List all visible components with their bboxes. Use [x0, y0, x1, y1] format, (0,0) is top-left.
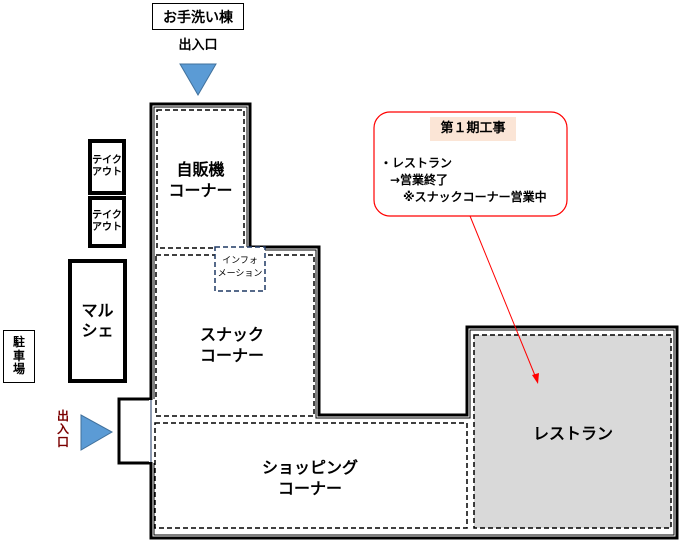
restroom-building-label: お手洗い棟: [152, 3, 244, 30]
building-inner-line: [153, 106, 675, 536]
callout-line-1: ・レストラン: [380, 156, 453, 170]
callout-title-bg: [430, 117, 516, 141]
entrance-left-arrow: [80, 414, 114, 451]
entrance-top-label: 出入口: [178, 38, 218, 53]
info-label: インフォ メーション: [217, 256, 263, 279]
vending-corner-area: [156, 109, 245, 249]
building-outline: [117, 102, 679, 540]
callout-line-2: →営業終了: [390, 173, 449, 187]
shopping-corner-label: ショッピング コーナー: [261, 458, 358, 498]
marche-stall: マル シェ: [68, 259, 127, 383]
takeout-stall-2: テイク アウト: [88, 196, 126, 248]
parking-label: 駐車場: [3, 330, 35, 383]
restaurant-area: [473, 334, 672, 529]
callout-line-3: ※スナックコーナー営業中: [403, 190, 547, 204]
entrance-left-label: 出入口: [56, 409, 69, 450]
restaurant-label: レストラン: [532, 424, 613, 443]
callout-title: 第１期工事: [440, 121, 506, 136]
snack-corner-label: スナック コーナー: [199, 325, 264, 365]
info-area: [214, 246, 266, 292]
vending-corner-label: 自販機 コーナー: [168, 160, 233, 200]
takeout-stall-1: テイク アウト: [88, 139, 126, 195]
callout-arrowhead: [532, 373, 539, 384]
callout-pointer: [469, 215, 537, 379]
entrance-top-arrow: [179, 63, 217, 96]
shopping-corner-area: [154, 422, 468, 529]
